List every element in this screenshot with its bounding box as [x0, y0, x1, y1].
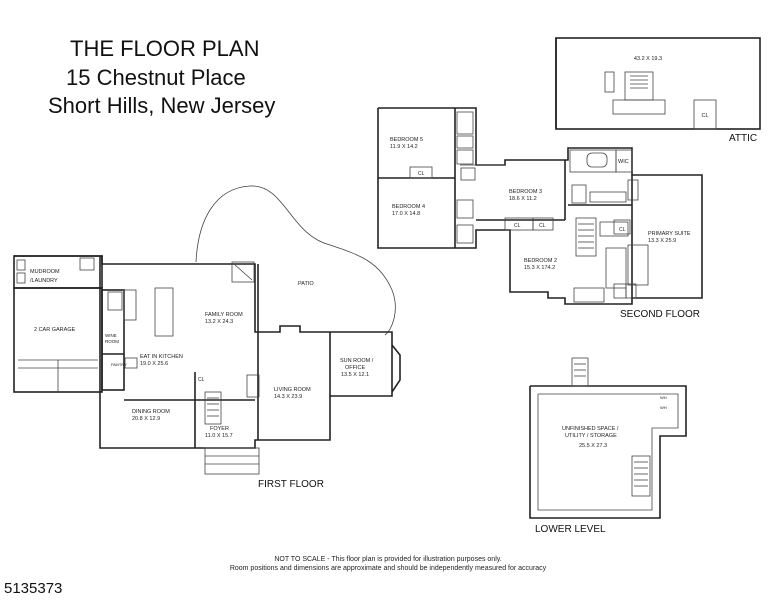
- sun-room-name-1: SUN ROOM /: [340, 358, 374, 364]
- bedroom2-name: BEDROOM 2: [524, 258, 557, 264]
- bedroom3-closet-label: CL: [514, 223, 521, 229]
- plan-title: THE FLOOR PLAN: [70, 36, 260, 61]
- listing-number: 5135373: [4, 580, 63, 597]
- living-room-name: LIVING ROOM: [274, 387, 311, 393]
- bedroom2-dim: 15.3 X 174.2: [524, 265, 555, 271]
- plan-address: 15 Chestnut Place: [66, 65, 246, 90]
- bedroom4-name: BEDROOM 4: [392, 204, 425, 210]
- patio-label: PATIO: [298, 281, 314, 287]
- first-floor-closet-label: CL: [198, 377, 205, 383]
- attic-floor-label: ATTIC: [729, 133, 757, 144]
- pantry-label: PANTRY: [111, 362, 127, 367]
- attic-outline: [555, 37, 761, 130]
- unfinished-label-1: UNFINISHED SPACE /: [562, 426, 619, 432]
- wine-room-label-1: WINE: [105, 333, 117, 338]
- dining-room-dim: 20.8 X 12.9: [132, 416, 160, 422]
- attic-closet-label: CL: [701, 113, 708, 119]
- primary-closet-label: CL: [619, 227, 626, 233]
- first-floor-outline: [14, 255, 393, 449]
- laundry-label: /LAUNDRY: [30, 278, 58, 284]
- lower-level-outline: [529, 385, 687, 519]
- bedroom3-dim: 18.6 X 11.2: [509, 196, 537, 202]
- unfinished-label-2: UTILITY / STORAGE: [565, 433, 617, 439]
- family-room-dim: 13.2 X 24.3: [205, 319, 233, 325]
- sun-room-dim: 13.5 X 12.1: [341, 372, 369, 378]
- lower-level-label: LOWER LEVEL: [535, 524, 606, 535]
- first-floor-label: FIRST FLOOR: [258, 479, 324, 490]
- wic-label: WIC: [618, 159, 629, 165]
- second-floor-outline: [377, 107, 703, 305]
- primary-suite-name: PRIMARY SUITE: [648, 231, 691, 237]
- water-heater-label-1: WH: [660, 395, 667, 400]
- bedroom5-dim: 11.9 X 14.2: [390, 144, 418, 150]
- kitchen-name: EAT IN KITCHEN: [140, 354, 183, 360]
- lower-level-plan: UNFINISHED SPACE / UTILITY / STORAGE 25.…: [529, 357, 687, 519]
- bedroom4-closet-label: CL: [418, 171, 425, 177]
- bedroom3-name: BEDROOM 3: [509, 189, 542, 195]
- bedroom4-dim: 17.0 X 14.8: [392, 211, 420, 217]
- primary-suite-dim: 13.3 X 25.9: [648, 238, 676, 244]
- family-room-name: FAMILY ROOM: [205, 312, 243, 318]
- plan-town: Short Hills, New Jersey: [48, 93, 276, 118]
- second-floor-label: SECOND FLOOR: [620, 309, 700, 320]
- foyer-dim: 11.0 X 15.7: [205, 433, 233, 439]
- mudroom-label: MUDROOM: [30, 269, 60, 275]
- sun-room-name-2: OFFICE: [345, 365, 365, 371]
- bedroom5-name: BEDROOM 5: [390, 137, 423, 143]
- kitchen-dim: 19.0 X 25.6: [140, 361, 168, 367]
- disclaimer-line-1: NOT TO SCALE - This floor plan is provid…: [274, 556, 502, 563]
- disclaimer-line-2: Room positions and dimensions are approx…: [229, 565, 547, 572]
- attic-plan: 43.2 X 19.3 CL: [555, 37, 761, 130]
- wine-room-label-2: ROOM: [105, 339, 119, 344]
- second-floor-plan: BEDROOM 5 11.9 X 14.2 BEDROOM 4 17.0 X 1…: [377, 107, 703, 305]
- unfinished-dim: 25.5 X 27.3: [579, 443, 607, 449]
- living-room-dim: 14.3 X 23.9: [274, 394, 302, 400]
- foyer-name: FOYER: [210, 426, 229, 432]
- garage-label: 2 CAR GARAGE: [34, 327, 76, 333]
- attic-dimension: 43.2 X 19.3: [634, 56, 662, 62]
- patio-outline: [195, 185, 396, 336]
- bedroom2-closet-label: CL: [539, 223, 546, 229]
- dining-room-name: DINING ROOM: [132, 409, 170, 415]
- water-heater-label-2: WH: [660, 405, 667, 410]
- first-floor-plan: MUDROOM /LAUNDRY 2 CAR GARAGE WINE ROOM …: [13, 185, 401, 475]
